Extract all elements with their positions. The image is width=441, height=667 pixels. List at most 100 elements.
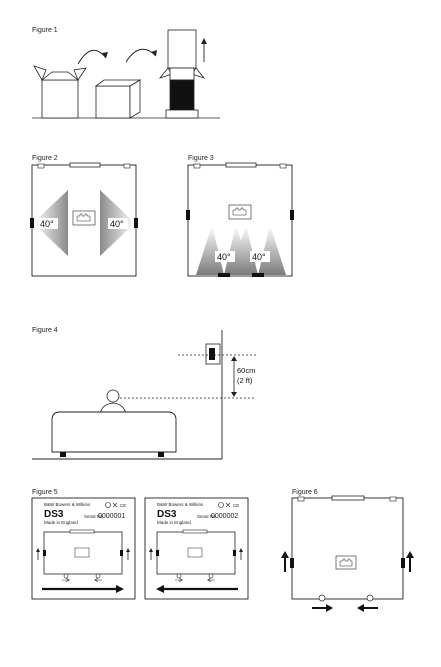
side-speaker-left — [30, 218, 34, 228]
up-arrow-6-left-head — [281, 551, 289, 558]
angle-3-left-bg — [215, 251, 235, 262]
beam-3-a — [196, 225, 224, 275]
angle-3-right-label: 40° — [252, 252, 266, 262]
front-speaker-right — [123, 163, 131, 169]
up-arrow-left-a-head — [36, 548, 40, 552]
figure-2: Figure 2 40° 40° — [30, 155, 138, 277]
sofa-foot-right — [158, 452, 164, 457]
listener-head — [106, 389, 120, 403]
figure-5-caption: Figure 5 — [32, 489, 58, 496]
listener-shoulders — [99, 402, 127, 415]
front-speaker-right-6 — [389, 496, 397, 502]
inner-sofa-left — [74, 547, 90, 558]
measure-value: 60cm — [237, 366, 255, 375]
angle-left-bg — [38, 218, 58, 229]
inner-sofa-right — [187, 547, 203, 558]
speaker-body — [169, 79, 195, 111]
up-arrow-right-b-head — [239, 548, 243, 552]
figure-3: Figure 3 40° 40° — [186, 155, 294, 277]
rear-speaker-left-3 — [218, 273, 230, 277]
small-arrow-left-a — [62, 577, 70, 583]
sofa-icon-6 — [335, 555, 357, 570]
model-right: DS3 — [157, 509, 177, 520]
measure-arrow-bottom — [231, 392, 237, 397]
made-in-right: Made in England — [157, 520, 191, 525]
weee-icon-right — [225, 502, 231, 508]
serial-right: 0000002 — [211, 513, 238, 520]
figure-1: Figure 1 — [32, 27, 220, 119]
side-speaker-right — [134, 218, 138, 228]
sofa-foot-left — [60, 452, 66, 457]
listeners-icon — [76, 213, 91, 222]
small-arrow-left-b — [94, 577, 102, 583]
angle-3-right-bg — [250, 251, 270, 262]
side-speaker-left-3 — [186, 210, 190, 220]
rear-speaker-left-6 — [318, 594, 326, 602]
rear-speaker-right-6 — [366, 594, 374, 602]
up-arrow-left-b-head — [126, 548, 130, 552]
direction-arrow-right-head — [116, 585, 124, 593]
small-arrow-right-b — [207, 577, 215, 583]
beam-3-d — [258, 225, 286, 275]
figure-6: Figure 6 — [281, 489, 414, 612]
serial-prefix-left: Serial No. — [84, 514, 104, 519]
rear-driver-left-a — [63, 573, 69, 579]
front-speaker-left-3 — [193, 163, 201, 169]
tv-top — [69, 162, 101, 168]
figure-3-caption: Figure 3 — [188, 155, 214, 162]
figure-4-caption: Figure 4 — [32, 327, 58, 334]
box-turned — [94, 79, 142, 119]
made-in-left: Made in England — [44, 520, 78, 525]
direction-arrow-left-head — [156, 585, 164, 593]
inner-speaker-right-a — [156, 550, 159, 556]
box-open-upright — [33, 65, 87, 119]
wall-speaker-driver — [209, 348, 215, 360]
room-outline-6 — [291, 497, 404, 600]
ce-mark-right: CE — [233, 503, 239, 508]
rotate-arrow — [77, 49, 107, 65]
brand-right: B&W Bowers & Wilkins — [157, 502, 204, 507]
inner-speaker-left-b — [120, 550, 123, 556]
measure-arrow-top — [231, 356, 237, 361]
up-arrow-right-a-head — [149, 548, 153, 552]
rotate-arrow-2 — [125, 48, 157, 63]
box-lifted — [158, 29, 206, 119]
listeners-icon-3 — [232, 207, 247, 216]
figure-6-caption: Figure 6 — [292, 489, 318, 496]
rear-driver-right-a — [176, 573, 182, 579]
rear-driver-right-b — [208, 573, 214, 579]
inner-speaker-right-b — [233, 550, 236, 556]
lift-arrow-head — [201, 38, 207, 44]
front-speaker-right-3 — [279, 163, 287, 169]
small-arrow-right-a — [175, 577, 183, 583]
sofa-icon — [72, 210, 96, 226]
rear-speaker-right-3 — [252, 273, 264, 277]
rear-driver-left-b — [95, 573, 101, 579]
angle-right-bg — [108, 218, 128, 229]
sofa — [51, 411, 177, 453]
inner-tv-left — [69, 529, 95, 534]
speaker-back-left: B&W Bowers & Wilkins DS3 Serial No. 0000… — [31, 497, 136, 600]
measure-imperial: (2 ft) — [237, 376, 253, 385]
figure-2-caption: Figure 2 — [32, 155, 58, 162]
cert-icon-right — [218, 502, 224, 508]
right-arrow-6-head — [326, 604, 333, 612]
left-arrow-6-head — [357, 604, 364, 612]
tv-top-6 — [331, 495, 365, 501]
ce-mark-left: CE — [120, 503, 126, 508]
figure-1-caption: Figure 1 — [32, 27, 58, 34]
weee-icon-left — [112, 502, 118, 508]
angle-3-left-label: 40° — [217, 252, 231, 262]
figure-5: Figure 5 B&W Bowers & Wilkins DS3 Serial… — [31, 489, 249, 600]
serial-prefix-right: Serial No. — [197, 514, 217, 519]
inner-speaker-left-a — [43, 550, 46, 556]
speaker-back-right: B&W Bowers & Wilkins DS3 Serial No. 0000… — [144, 497, 249, 600]
sofa-icon-3 — [228, 204, 252, 220]
inner-tv-right — [182, 529, 208, 534]
figure-4: Figure 4 60cm (2 ft) — [32, 327, 256, 460]
up-arrow-6-right-head — [406, 551, 414, 558]
listeners-icon-6 — [339, 558, 353, 567]
front-speaker-left — [37, 163, 45, 169]
brand-left: B&W Bowers & Wilkins — [44, 502, 91, 507]
